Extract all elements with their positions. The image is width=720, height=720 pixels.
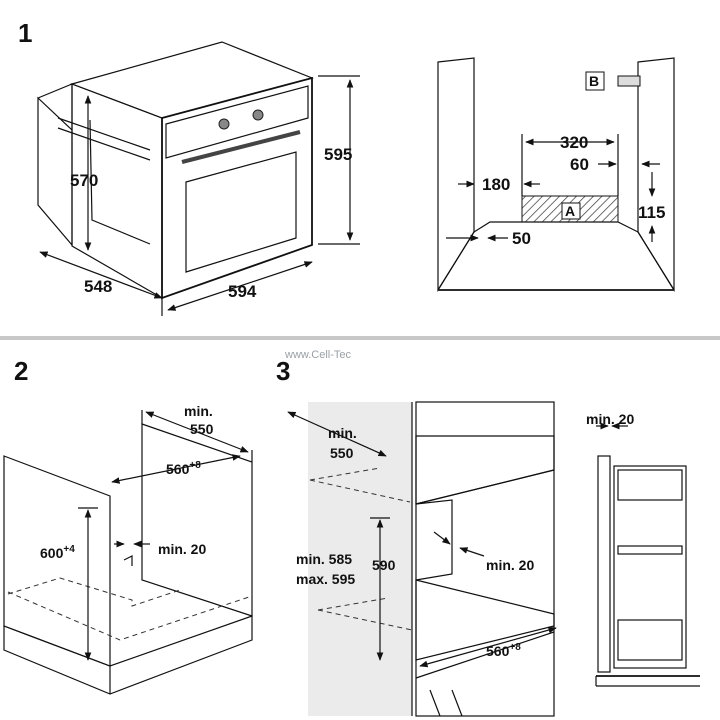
dim-50: 50 bbox=[512, 229, 531, 248]
dim-min-20-3a: min. 20 bbox=[486, 557, 534, 573]
base-cabinet-illustration bbox=[3, 410, 253, 695]
dim-depth-548: 548 bbox=[84, 277, 112, 296]
dim-width-594: 594 bbox=[228, 282, 257, 301]
dim-height-600-sup: +4 bbox=[63, 544, 75, 555]
dim-width-560-3-sup: +8 bbox=[509, 642, 521, 653]
dim-180: 180 bbox=[482, 175, 510, 194]
dim-min-585: min. 585 bbox=[296, 551, 352, 567]
dim-590: 590 bbox=[372, 557, 396, 573]
dim-height-600-value: 600 bbox=[40, 545, 64, 561]
dim-550-3: 550 bbox=[330, 445, 354, 461]
dim-115: 115 bbox=[638, 203, 665, 222]
label-b: B bbox=[589, 73, 599, 89]
dim-width-560-2-sup: +8 bbox=[189, 460, 201, 471]
watermark: www.Cell-Tec bbox=[284, 349, 352, 361]
oven-illustration bbox=[37, 41, 314, 300]
cabinet-front-view: A B bbox=[437, 57, 675, 293]
dim-min-20-3b: min. 20 bbox=[586, 411, 634, 427]
dim-60: 60 bbox=[570, 155, 589, 174]
dim-height-570: 570 bbox=[70, 171, 98, 190]
dim-320: 320 bbox=[560, 133, 588, 152]
dim-min-label-2: min. bbox=[184, 403, 213, 419]
dim-550-2: 550 bbox=[190, 421, 214, 437]
step-number-1: 1 bbox=[18, 18, 32, 48]
dim-width-560-2: 560+8 bbox=[166, 460, 201, 477]
dim-min-20-2: min. 20 bbox=[158, 541, 206, 557]
label-a: A bbox=[565, 203, 575, 219]
dim-height-595: 595 bbox=[324, 145, 352, 164]
oven-dimension-lines bbox=[39, 75, 360, 316]
step-number-2: 2 bbox=[14, 356, 28, 386]
dim-width-560-3-value: 560 bbox=[486, 643, 510, 659]
dim-width-560-3: 560+8 bbox=[486, 642, 521, 659]
dim-max-595: max. 595 bbox=[296, 571, 355, 587]
dim-min-label-3: min. bbox=[328, 425, 357, 441]
tall-cabinet-illustration bbox=[287, 401, 557, 717]
side-view-illustration bbox=[595, 422, 700, 687]
dim-height-600: 600+4 bbox=[40, 544, 75, 561]
step-number-3: 3 bbox=[276, 356, 290, 386]
dim-width-560-2-value: 560 bbox=[166, 461, 190, 477]
